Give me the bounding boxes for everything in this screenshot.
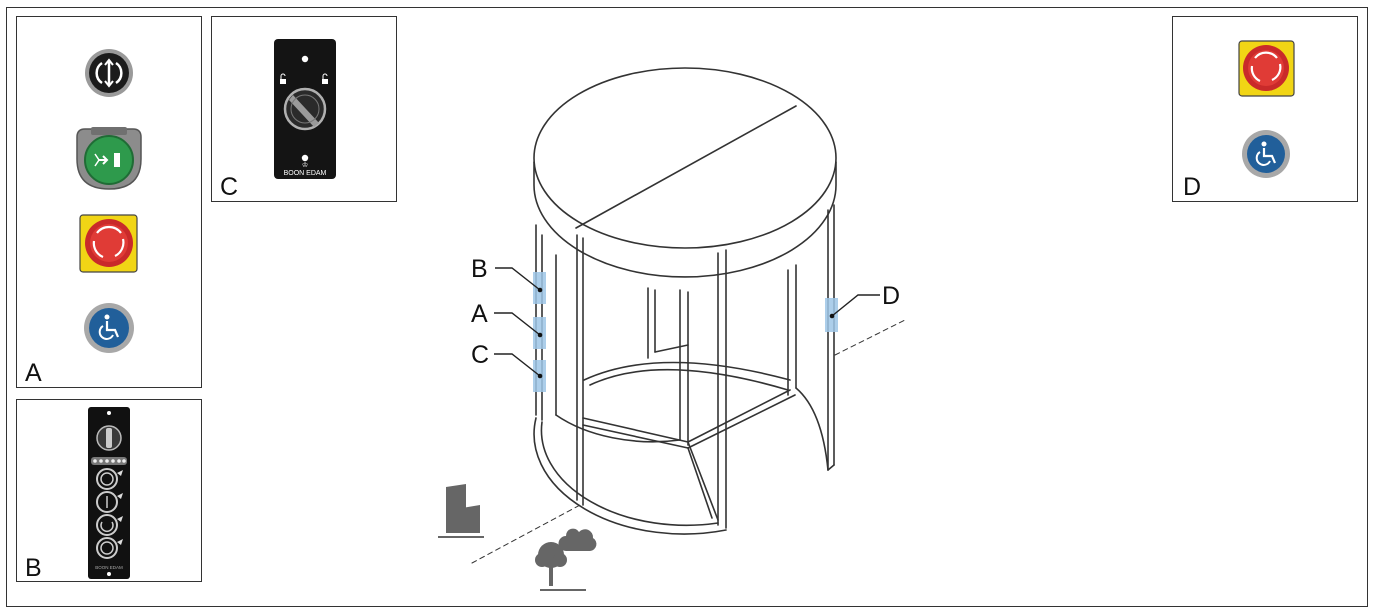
panel-b-brand: BOON EDAM (95, 565, 123, 570)
callout-d-label: D (882, 282, 901, 310)
emergency-exit-button-icon (76, 127, 142, 190)
accessibility-button-icon (1242, 130, 1290, 178)
leader-dot-a (537, 332, 543, 338)
indicator-leds-icon (91, 457, 127, 465)
panel-c: ♔ BOON EDAM C (211, 16, 397, 202)
panel-b: BOON EDAM B (16, 399, 202, 582)
key-cylinder-icon (283, 87, 327, 131)
key-switch-panel-c-graphics: ♔ BOON EDAM (274, 39, 336, 179)
direction-button-icon (85, 49, 133, 97)
control-position-highlights (533, 272, 838, 392)
unlock-icon (280, 73, 286, 84)
facade-dashed-line-right (834, 319, 906, 356)
emergency-stop-icon (1238, 40, 1295, 97)
mode-buttons-icon (96, 468, 123, 559)
control-panel-b-graphics: BOON EDAM (88, 407, 130, 579)
door-drum-frame (533, 204, 835, 535)
key-switch-icon (96, 425, 122, 451)
facade-dashed-line (471, 504, 581, 564)
panel-c-letter: C (220, 173, 239, 201)
panel-a-graphics (76, 49, 142, 353)
panel-d-letter: D (1183, 173, 1202, 201)
leader-dot-b (537, 287, 543, 293)
panel-c-brand: BOON EDAM (284, 170, 327, 177)
callout-leaders (494, 267, 880, 377)
panel-d: D (1172, 16, 1358, 202)
panel-d-graphics (1238, 40, 1295, 178)
leader-dot-d (829, 313, 835, 319)
leader-dot-c (537, 373, 543, 379)
panel-b-letter: B (25, 554, 42, 582)
diagram-frame (6, 7, 1368, 607)
door-canopy (533, 67, 837, 278)
accessibility-button-icon (84, 303, 134, 353)
callout-c-label: C (471, 341, 490, 369)
emergency-stop-icon (79, 214, 138, 273)
lock-icon (322, 73, 328, 84)
callout-a-label: A (471, 300, 488, 328)
panel-a: A (16, 16, 202, 388)
building-icon (438, 484, 484, 538)
panel-a-letter: A (25, 359, 42, 387)
crown-icon: ♔ (302, 161, 308, 169)
callout-b-label: B (471, 255, 488, 283)
tree-outside-icon (535, 528, 597, 591)
